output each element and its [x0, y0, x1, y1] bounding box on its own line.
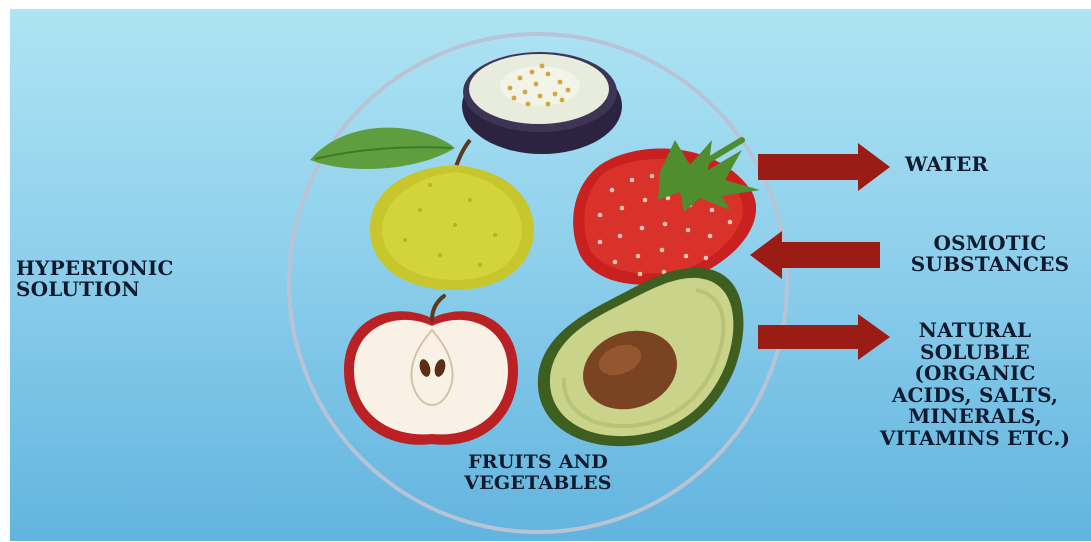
citrus-icon	[310, 128, 534, 290]
osmotic-substances-label: OSMOTIC SUBSTANCES	[890, 233, 1090, 275]
apple-half-icon	[344, 296, 518, 445]
water-label: WATER	[905, 154, 988, 175]
strawberry-icon	[573, 140, 760, 285]
avocado-half-icon	[538, 268, 744, 446]
eggplant-slice-icon	[462, 52, 622, 154]
arrow-water-out	[758, 143, 890, 191]
arrow-osmotic-in	[750, 231, 880, 279]
fruits-vegetables-label: FRUITS AND VEGETABLES	[438, 452, 638, 494]
natural-soluble-label: NATURAL SOLUBLE (ORGANIC ACIDS, SALTS, M…	[860, 320, 1090, 449]
hypertonic-solution-label: HYPERTONIC SOLUTION	[16, 258, 174, 300]
